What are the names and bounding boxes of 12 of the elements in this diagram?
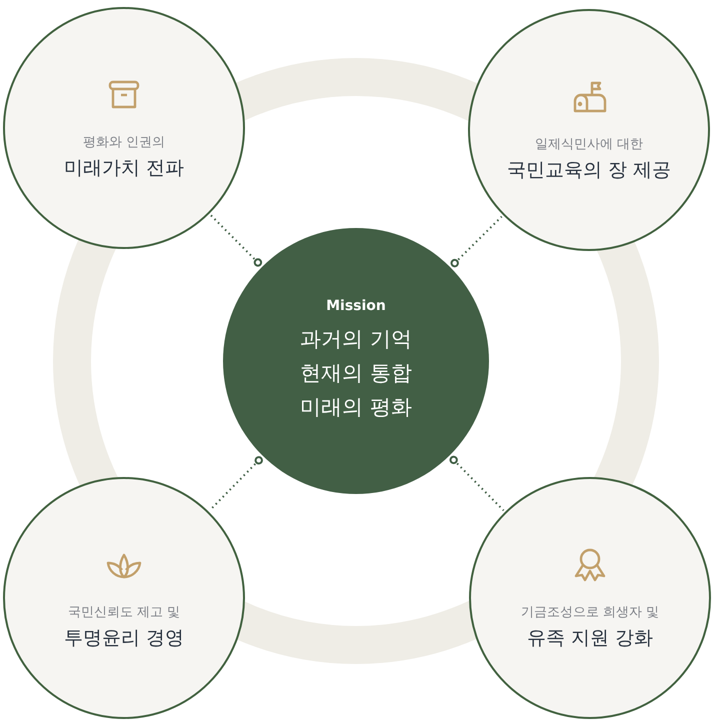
goal-title: 미래가치 전파 bbox=[64, 156, 184, 181]
goal-subtitle: 기금조성으로 희생자 및 bbox=[520, 604, 660, 621]
goal-subtitle: 국민신뢰도 제고 및 bbox=[68, 604, 180, 621]
goal-title: 유족 지원 강화 bbox=[526, 626, 654, 651]
dotted-connector bbox=[209, 456, 263, 511]
goal-subtitle: 일제식민사에 대한 bbox=[534, 136, 644, 153]
mission-statement: 과거의 기억 현재의 통합 미래의 평화 bbox=[299, 326, 413, 421]
dotted-connector bbox=[449, 456, 504, 512]
goal-title: 투명윤리 경영 bbox=[64, 626, 184, 651]
goal-subtitle: 평화와 인권의 bbox=[82, 134, 166, 151]
goal-title: 국민교육의 장 제공 bbox=[506, 158, 672, 183]
mission-label: Mission bbox=[326, 298, 386, 314]
